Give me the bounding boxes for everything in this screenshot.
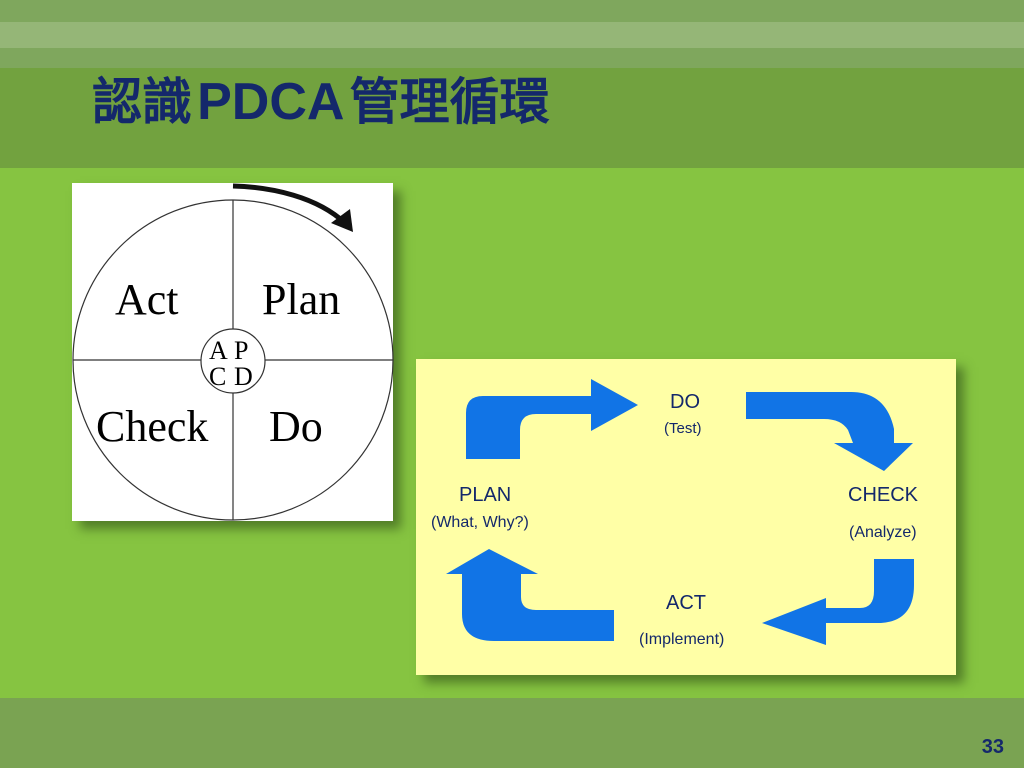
slide-title: 認識 PDCA 管理循環 [92, 62, 550, 142]
header-stripe-light [0, 22, 1024, 48]
wheel-center-a: A [209, 336, 228, 365]
pdca-wheel-diagram: Act Plan Check Do A P C D [72, 183, 394, 521]
header-band [0, 0, 1024, 168]
cycle-plan-sub: (What, Why?) [431, 514, 529, 531]
wheel-center-d: D [234, 362, 253, 391]
title-zh-part2: 管理循環 [349, 72, 550, 131]
arrow-act-to-plan [446, 549, 614, 641]
cycle-check-sub: (Analyze) [849, 524, 917, 541]
arrow-check-to-act [762, 559, 914, 645]
title-zh-part1: 認識 [92, 72, 192, 131]
header-stripe [0, 0, 1024, 22]
rotation-arrowhead [331, 209, 353, 232]
wheel-center-circle [200, 328, 266, 394]
cycle-do-label: DO [670, 391, 700, 413]
page-number: 33 [981, 736, 1004, 758]
cycle-do-sub: (Test) [664, 420, 702, 437]
cycle-plan-label: PLAN [459, 484, 512, 506]
wheel-plan-label: Plan [262, 275, 340, 324]
pdca-cycle-arrows [446, 379, 914, 645]
rotation-arrow-shaft [232, 183, 347, 225]
cycle-check-label: CHECK [848, 484, 919, 506]
pdca-cycle-panel: DO (Test) CHECK (Analyze) ACT (Implement… [416, 359, 956, 675]
header-stripe [0, 48, 1024, 68]
pdca-wheel-panel: Act Plan Check Do A P C D [72, 183, 394, 521]
wheel-check-label: Check [96, 402, 208, 451]
arrow-do-to-check [746, 392, 913, 471]
arrow-plan-to-do [466, 379, 638, 459]
wheel-act-label: Act [115, 275, 179, 324]
cycle-act-sub: (Implement) [639, 631, 725, 648]
wheel-do-label: Do [269, 402, 323, 451]
footer-band [0, 698, 1024, 768]
wheel-center-c: C [209, 362, 226, 391]
title-pdca: PDCA [197, 73, 345, 131]
wheel-center-p: P [234, 336, 248, 365]
cycle-act-label: ACT [666, 592, 706, 614]
